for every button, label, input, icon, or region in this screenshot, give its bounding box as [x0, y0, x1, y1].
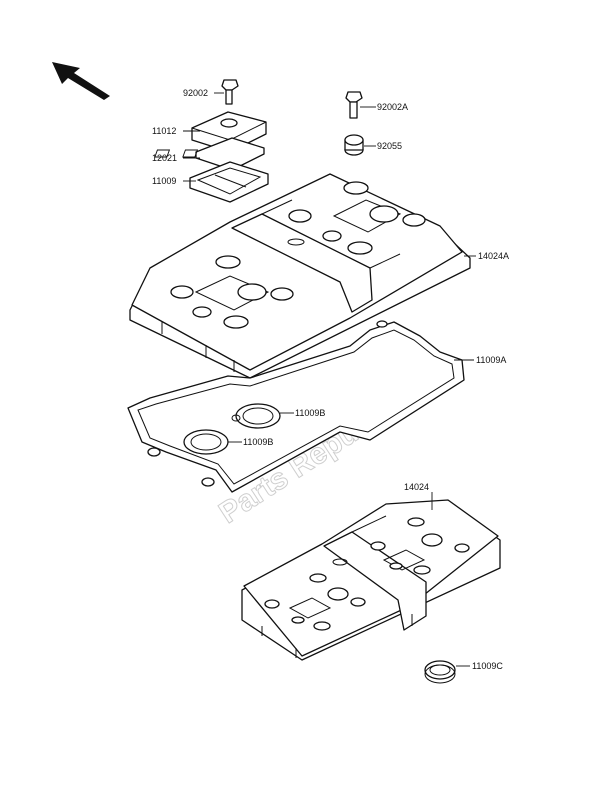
label-11009b-top: 11009B	[295, 408, 325, 418]
bolt-92002	[221, 79, 239, 105]
label-14024: 14024	[404, 482, 429, 492]
label-11009a: 11009A	[476, 355, 506, 365]
label-14024a: 14024A	[478, 251, 509, 261]
cover-plate-11012	[191, 111, 267, 153]
label-11009c: 11009C	[472, 661, 503, 671]
label-92055: 92055	[377, 141, 402, 151]
bolt-92002a	[345, 91, 363, 119]
head-cover-14024a	[129, 173, 471, 379]
gasket-11009	[189, 161, 269, 203]
leader-lines	[183, 92, 476, 667]
seal-11009b-top	[231, 403, 281, 429]
direction-arrow-icon	[52, 62, 110, 100]
seal-11009b-bottom	[183, 429, 229, 455]
label-92002a: 92002A	[377, 102, 408, 112]
label-12021: 12021	[152, 153, 177, 163]
label-11012: 11012	[152, 126, 176, 136]
head-cover-14024	[241, 499, 501, 661]
grommet-92055	[344, 134, 364, 156]
label-92002: 92002	[183, 88, 208, 98]
label-11009b-bottom: 11009B	[243, 437, 273, 447]
seal-11009c	[424, 660, 456, 684]
label-11009: 11009	[152, 176, 176, 186]
